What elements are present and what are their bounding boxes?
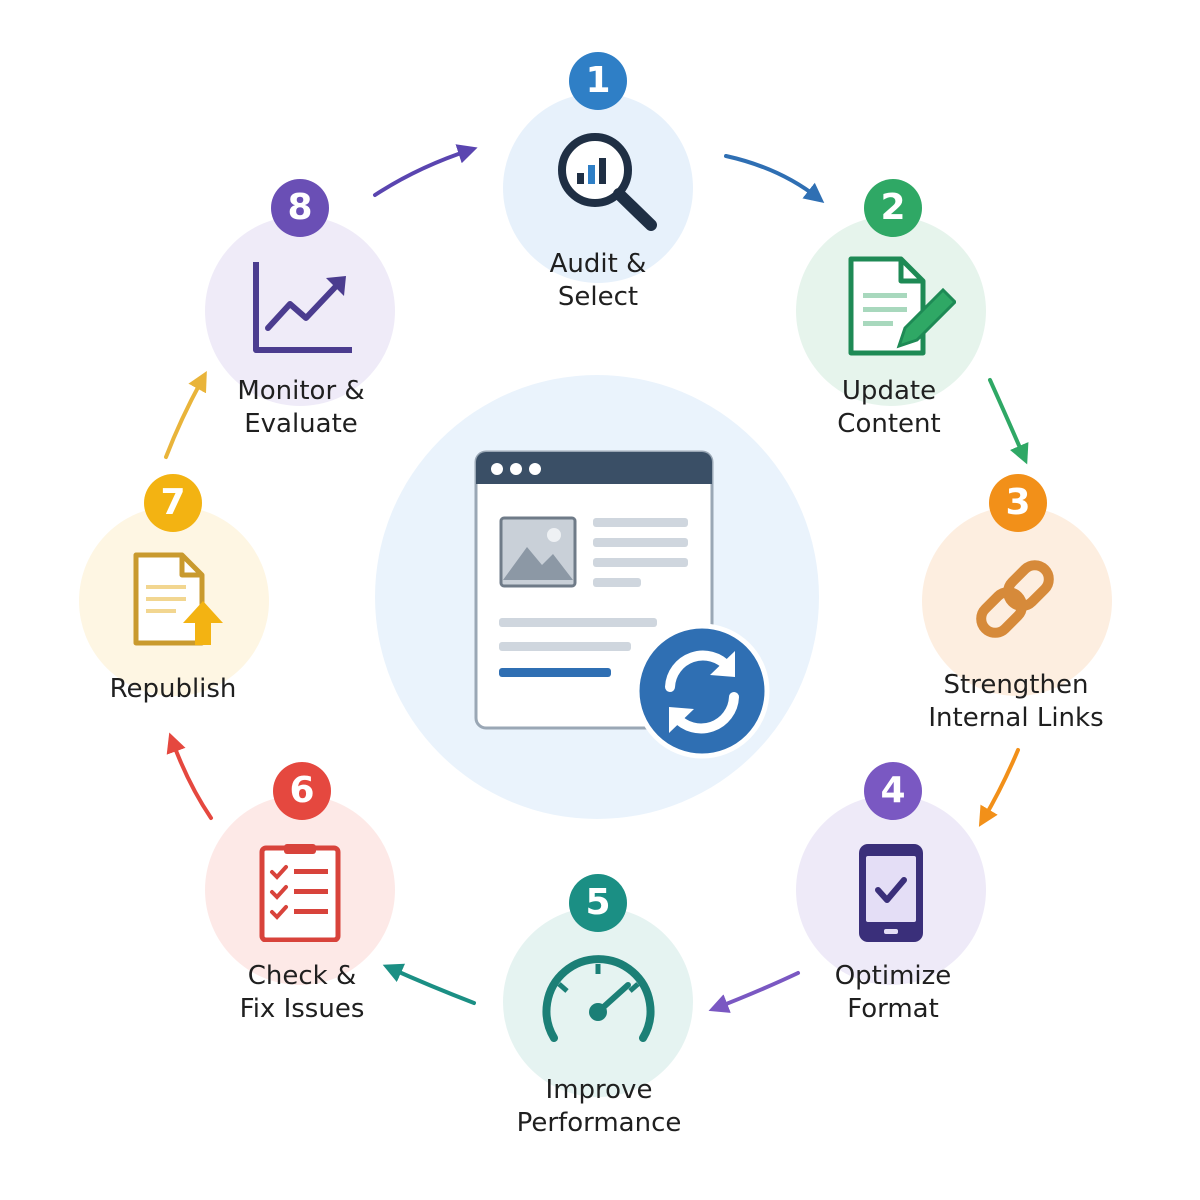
magnifier-chart-icon	[558, 133, 657, 231]
step-number-badge: 2	[864, 179, 922, 237]
step-label-line-1: Optimize	[834, 961, 952, 991]
step-label-line-2: Content	[837, 409, 941, 439]
arrow-step-2-to-3	[988, 378, 1029, 465]
step-label-line-2: Fix Issues	[239, 994, 365, 1024]
step-4-optimize-format: 4 Optimize Format	[781, 762, 1001, 1024]
step-number-badge: 1	[569, 52, 627, 110]
arrow-step-4-to-5	[708, 971, 800, 1013]
step-disc	[503, 907, 693, 1097]
step-3-strengthen-internal-links: 3 Strengthen Internal Links	[907, 474, 1127, 733]
step-label: Optimize Format	[773, 960, 1013, 1026]
step-label-line-1: Check &	[247, 961, 357, 991]
step-number-badge: 4	[864, 762, 922, 820]
step-number-badge: 3	[989, 474, 1047, 532]
step-number-badge: 8	[271, 179, 329, 237]
center-webpage-illustration	[375, 375, 820, 820]
step-label-line-2: Evaluate	[244, 409, 358, 439]
step-number-badge: 5	[569, 874, 627, 932]
step-label-line-1: Republish	[109, 674, 237, 704]
step-label: Strengthen Internal Links	[896, 669, 1136, 735]
chain-link-icon	[976, 560, 1054, 638]
step-number-badge: 7	[144, 474, 202, 532]
step-label: Monitor & Evaluate	[181, 375, 421, 441]
arrow-step-6-to-7	[166, 732, 213, 820]
step-label-line-1: Improve	[545, 1075, 653, 1105]
step-8-monitor-evaluate: 8 Monitor & Evaluate	[190, 179, 410, 439]
document-edit-icon	[848, 256, 956, 356]
arrow-step-7-to-8	[164, 370, 207, 459]
arrow-step-1-to-2	[724, 154, 825, 203]
step-label-line-1: Monitor &	[237, 376, 365, 406]
speedometer-icon	[542, 955, 655, 1042]
step-7-republish: 7 Republish	[64, 474, 284, 711]
step-2-update-content: 2 Update Content	[781, 179, 1001, 439]
document-upload-icon	[133, 552, 223, 646]
growth-chart-icon	[253, 262, 352, 353]
webpage-refresh-icon	[375, 375, 819, 819]
step-6-check-fix-issues: 6 Check & Fix Issues	[190, 762, 410, 1024]
step-number-badge: 6	[273, 762, 331, 820]
step-label-line-2: Format	[847, 994, 939, 1024]
step-label-line-2: Performance	[516, 1108, 682, 1138]
arrow-step-8-to-1	[373, 144, 478, 197]
arrow-step-5-to-6	[382, 963, 476, 1005]
step-label: Update Content	[769, 375, 1009, 441]
step-label-line-1: Update	[841, 376, 937, 406]
step-label-line-2: Internal Links	[928, 703, 1104, 733]
step-1-audit-select: 1 Audit & Select	[488, 52, 708, 312]
step-label-line-2: Select	[557, 282, 639, 312]
mobile-check-icon	[859, 844, 923, 942]
step-label: Audit & Select	[478, 248, 718, 314]
arrow-step-3-to-4	[978, 748, 1020, 827]
step-label: Check & Fix Issues	[182, 960, 422, 1026]
step-label-line-1: Audit &	[549, 249, 647, 279]
step-label: Improve Performance	[479, 1074, 719, 1140]
step-5-improve-performance: 5 Improve Performance	[488, 874, 708, 1138]
step-label: Republish	[53, 673, 293, 706]
checklist-icon	[259, 844, 341, 942]
step-label-line-1: Strengthen	[943, 670, 1089, 700]
